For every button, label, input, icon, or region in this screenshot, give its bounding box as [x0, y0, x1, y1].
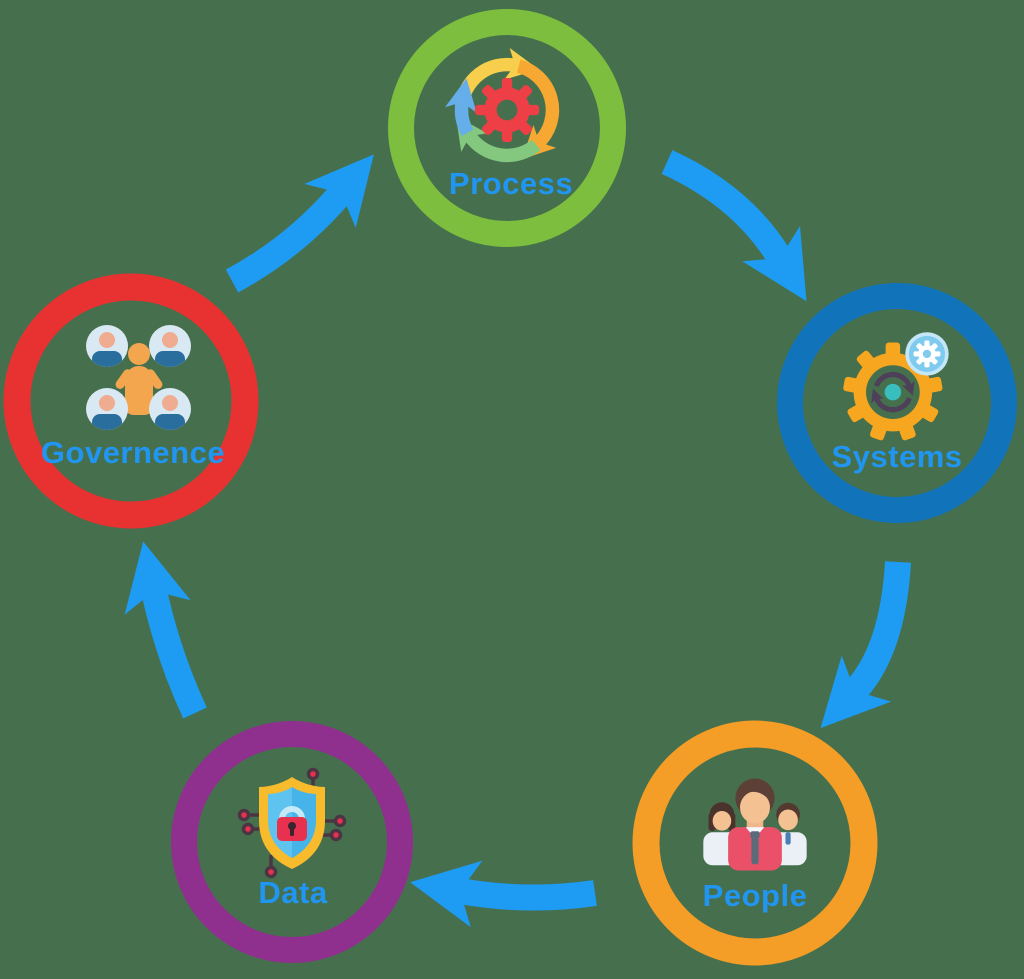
people-ring: [632, 720, 878, 966]
node-process: [388, 9, 626, 247]
systems-ring: [777, 283, 1017, 523]
person-center: [728, 778, 782, 871]
arrow-process-to-systems: [661, 150, 807, 302]
data-security-shield-icon: [237, 767, 347, 879]
systems-gears-icon: [843, 332, 949, 441]
avatar: [86, 325, 128, 371]
process-ring: [388, 9, 626, 247]
avatar: [149, 325, 191, 371]
avatar: [86, 388, 128, 434]
small-gear-badge-icon: [905, 332, 949, 376]
governance-ring: [3, 273, 259, 529]
avatar: [149, 388, 191, 434]
people-label: People: [702, 878, 808, 913]
governance-label: Governence: [40, 435, 226, 470]
gear-icon: [474, 77, 540, 143]
sync-arrows-icon: [871, 372, 915, 413]
node-people: [632, 720, 878, 966]
arrow-people-to-data: [410, 860, 597, 928]
people-group-icon: [703, 778, 807, 871]
node-systems: [777, 283, 1017, 523]
circuit-traces: [237, 767, 347, 879]
process-label: Process: [448, 166, 574, 201]
arrow-systems-to-people: [820, 561, 911, 729]
node-governance: [3, 273, 259, 529]
process-cycle-gear-icon: [445, 48, 560, 163]
cycle-arrows: [124, 150, 911, 928]
systems-label: Systems: [831, 439, 963, 474]
leader-figure: [115, 343, 163, 415]
data-ring: [171, 721, 413, 963]
node-data: [171, 721, 413, 963]
governance-team-icon: [86, 325, 191, 434]
arrow-data-to-governance: [124, 541, 207, 719]
arrow-governance-to-process: [225, 154, 374, 293]
lock-icon: [277, 806, 307, 841]
data-label: Data: [258, 875, 328, 910]
